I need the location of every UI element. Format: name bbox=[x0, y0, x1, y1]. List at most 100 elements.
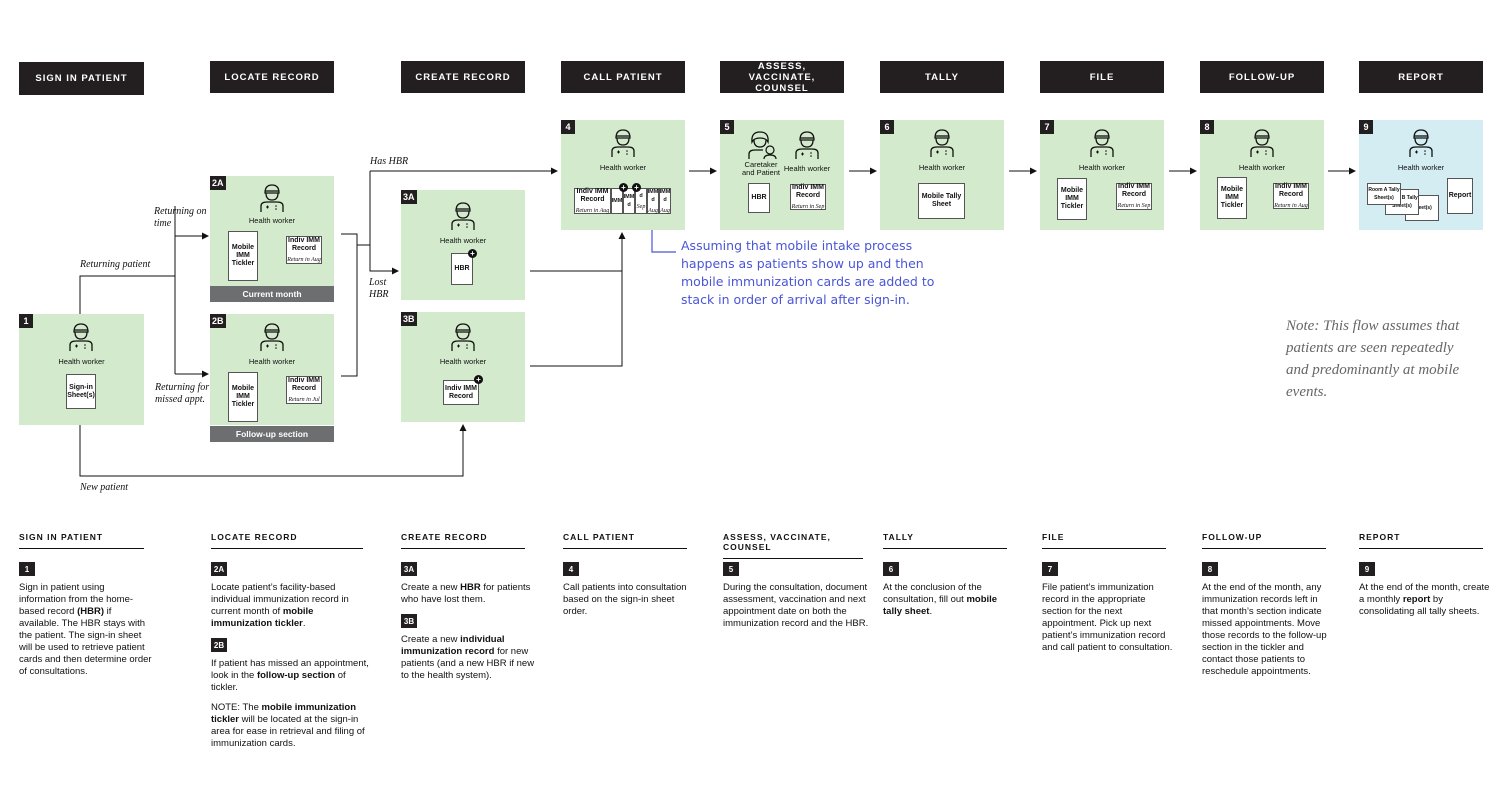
health-worker-icon bbox=[260, 184, 284, 212]
record-title: Indiv IMM Record bbox=[288, 376, 320, 392]
returning-on-time-label: Returning on time bbox=[154, 206, 207, 229]
flow-assumption-note: Note: This flow assumes that patients ar… bbox=[1286, 318, 1460, 400]
imm-record-card: Indiv IMM Record Return in Aug bbox=[1273, 183, 1309, 209]
imm-record-card: Indiv IMM Record bbox=[443, 380, 479, 405]
step-number: 9 bbox=[1359, 120, 1373, 134]
header-report: REPORT bbox=[1359, 61, 1483, 93]
current-month-strip: Current month bbox=[210, 286, 334, 302]
worker-label: Health worker bbox=[439, 236, 487, 245]
plus-icon: + bbox=[619, 183, 628, 192]
record-title: Indiv IMM Record bbox=[288, 236, 320, 252]
record-note: Return in Aug bbox=[1274, 202, 1308, 209]
health-worker-icon bbox=[1250, 129, 1274, 157]
imm-record-card: Indiv IMM Record Return in Aug bbox=[574, 188, 611, 214]
health-worker-icon bbox=[795, 131, 819, 159]
description-heading: LOCATE RECORD bbox=[211, 532, 363, 549]
hbr-card: HBR bbox=[748, 183, 770, 213]
imm-record-card: Indiv IMM Record Return in Aug bbox=[286, 236, 322, 264]
step-5-box: 5 Caretaker and Patient Health worker HB… bbox=[720, 120, 844, 230]
lost-hbr-label: Lost HBR bbox=[369, 277, 389, 300]
step-number: 6 bbox=[880, 120, 894, 134]
worker-label: Health worker bbox=[1238, 163, 1286, 172]
description-text: At the end of the month, create a monthl… bbox=[1359, 582, 1490, 617]
record-title: Indiv IMM Record bbox=[576, 187, 609, 203]
worker-label: Health worker bbox=[1078, 163, 1126, 172]
description-step-number: 7 bbox=[1042, 562, 1058, 576]
description-step-number: 3A bbox=[401, 562, 417, 576]
hbr-card: HBR bbox=[451, 253, 473, 285]
step-7-box: 7 Health worker Mobile IMM Tickler Indiv… bbox=[1040, 120, 1164, 230]
description-step-number: 2A bbox=[211, 562, 227, 576]
step-number: 7 bbox=[1040, 120, 1054, 134]
health-worker-icon bbox=[451, 323, 475, 351]
worker-label: Health worker bbox=[599, 163, 647, 172]
description-step-number: 6 bbox=[883, 562, 899, 576]
step-number: 8 bbox=[1200, 120, 1214, 134]
step-9-box: 9 Health worker Sheet(s) Room B Tally Sh… bbox=[1359, 120, 1483, 230]
description-text: Create a new HBR for patients who have l… bbox=[401, 582, 531, 605]
stacked-card: IMM bbox=[611, 188, 623, 214]
description-text: Create a new individual immunization rec… bbox=[401, 634, 535, 681]
imm-record-card: Indiv IMM Record Return in Sep bbox=[1116, 183, 1152, 210]
description-heading: CREATE RECORD bbox=[401, 532, 525, 549]
tally-sheet-card: Sheet(s) bbox=[1405, 195, 1439, 221]
record-title: Indiv IMM Record bbox=[1118, 183, 1150, 198]
header-assess: ASSESS, VACCINATE, COUNSEL bbox=[720, 61, 844, 94]
worker-label: Health worker bbox=[783, 164, 831, 173]
header-call: CALL PATIENT bbox=[561, 61, 685, 93]
tickler-binder: Mobile IMM Tickler bbox=[1217, 177, 1247, 219]
description-heading: CALL PATIENT bbox=[563, 532, 687, 549]
tally-sheet-card: Room A Tally Sheet(s) bbox=[1367, 183, 1401, 205]
description-text: Call patients into consultation based on… bbox=[563, 582, 687, 617]
header-sign-in: SIGN IN PATIENT bbox=[19, 62, 144, 95]
description-text: During the consultation, document assess… bbox=[723, 582, 869, 629]
sign-in-sheet-card: Sign-in Sheet(s) bbox=[66, 374, 96, 409]
worker-label: Health worker bbox=[1397, 163, 1445, 172]
header-locate: LOCATE RECORD bbox=[210, 61, 334, 93]
description-heading: REPORT bbox=[1359, 532, 1483, 549]
description-step-number: 9 bbox=[1359, 562, 1375, 576]
worker-label: Health worker bbox=[248, 357, 296, 366]
description-text: NOTE: The mobile immunization tickler wi… bbox=[211, 702, 365, 749]
description-step-number: 1 bbox=[19, 562, 35, 576]
description-heading: TALLY bbox=[883, 532, 1007, 549]
caretaker-label: Caretaker and Patient bbox=[742, 160, 780, 177]
step-number: 4 bbox=[561, 120, 575, 134]
health-worker-icon bbox=[611, 129, 635, 157]
step-2b-box: 2B Health worker Mobile IMM Tickler Indi… bbox=[210, 314, 334, 425]
mobile-intake-callout: Assuming that mobile intake process happ… bbox=[681, 238, 935, 307]
tickler-binder: Mobile IMM Tickler bbox=[1057, 178, 1087, 220]
plus-icon: + bbox=[632, 183, 641, 192]
header-tally: TALLY bbox=[880, 61, 1004, 93]
record-note: Return in Aug bbox=[287, 256, 321, 263]
header-file: FILE bbox=[1040, 61, 1164, 93]
description-text: File patient’s immunization record in th… bbox=[1042, 582, 1173, 653]
header-followup: FOLLOW-UP bbox=[1200, 61, 1324, 93]
health-worker-icon bbox=[260, 323, 284, 351]
step-3a-box: 3A Health worker HBR + bbox=[401, 190, 525, 300]
description-heading: FOLLOW-UP bbox=[1202, 532, 1326, 549]
caretaker-and-patient-icon bbox=[748, 131, 777, 160]
header-create: CREATE RECORD bbox=[401, 61, 525, 93]
step-number: 5 bbox=[720, 120, 734, 134]
step-1-box: 1 Health worker Sign-in Sheet(s) bbox=[19, 314, 144, 425]
step-number: 3B bbox=[401, 312, 417, 326]
description-step-number: 2B bbox=[211, 638, 227, 652]
step-number: 2A bbox=[210, 176, 226, 190]
report-card: Report bbox=[1447, 178, 1473, 214]
worker-label: Health worker bbox=[918, 163, 966, 172]
imm-record-card: Indiv IMM Record Return in Sep bbox=[790, 184, 826, 210]
description-heading: SIGN IN PATIENT bbox=[19, 532, 144, 549]
step-number: 3A bbox=[401, 190, 417, 204]
step-number: 2B bbox=[210, 314, 226, 328]
description-text: At the conclusion of the consultation, f… bbox=[883, 582, 998, 617]
tickler-binder: Mobile IMM Tickler bbox=[228, 372, 258, 422]
record-title: Indiv IMM Record bbox=[1275, 182, 1307, 198]
stacked-card: IMM d bbox=[623, 188, 635, 214]
record-title: Indiv IMM Record bbox=[792, 183, 824, 199]
description-heading: FILE bbox=[1042, 532, 1166, 549]
